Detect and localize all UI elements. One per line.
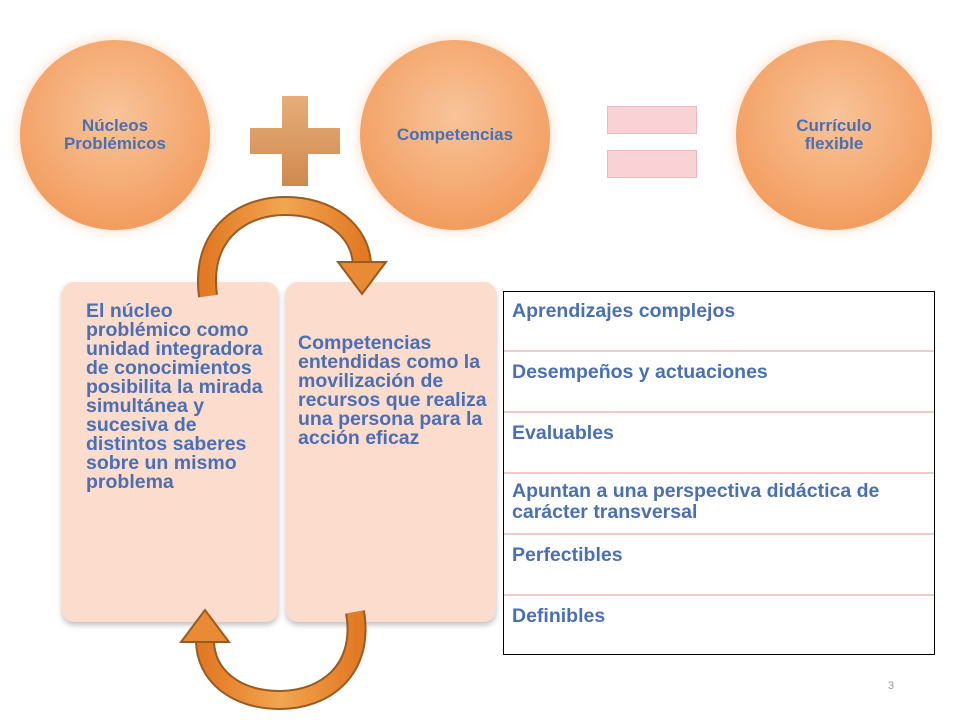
circle-competencias-label: Competencias (396, 125, 514, 144)
list-item-label: Perfectibles (512, 544, 623, 566)
panel-competencias-text: Competencias entendidas como la moviliza… (298, 332, 487, 449)
row-divider (504, 594, 934, 596)
row-divider (504, 533, 934, 535)
list-item: Apuntan a una perspectiva didáctica de c… (504, 475, 934, 535)
panel-competencias: Competencias entendidas como la moviliza… (286, 282, 496, 622)
list-item-label: Desempeños y actuaciones (512, 361, 768, 383)
characteristics-list: Aprendizajes complejos Desempeños y actu… (503, 291, 935, 655)
cycle-arrow-bottom-icon (179, 608, 367, 711)
panel-nucleo-text: El núcleo problémico como unidad integra… (86, 300, 263, 493)
circle-competencias: Competencias (360, 40, 550, 230)
panel-nucleo: El núcleo problémico como unidad integra… (62, 282, 278, 622)
cycle-arrow-top-icon (196, 196, 388, 298)
concept-panels: El núcleo problémico como unidad integra… (62, 282, 498, 632)
circle-nucleos-problemicos: Núcleos Problémicos (20, 40, 210, 230)
list-item-label: Evaluables (512, 422, 614, 444)
row-divider (504, 472, 934, 474)
row-divider (504, 411, 934, 413)
list-item: Definibles (504, 597, 934, 657)
circle-curriculo-label: Currículo flexible (796, 116, 872, 153)
list-item: Evaluables (504, 414, 934, 474)
list-item: Perfectibles (504, 536, 934, 596)
circle-curriculo-flexible: Currículo flexible (736, 40, 932, 230)
list-item-label: Apuntan a una perspectiva didáctica de c… (512, 480, 880, 523)
equals-icon (607, 106, 697, 178)
list-item: Aprendizajes complejos (504, 292, 934, 352)
list-item-label: Definibles (512, 605, 606, 627)
row-divider (504, 350, 934, 352)
list-item-label: Aprendizajes complejos (512, 300, 736, 322)
page-number: 3 (888, 680, 895, 692)
plus-icon (250, 96, 340, 186)
list-item: Desempeños y actuaciones (504, 353, 934, 413)
circle-nucleos-label: Núcleos Problémicos (63, 116, 167, 153)
